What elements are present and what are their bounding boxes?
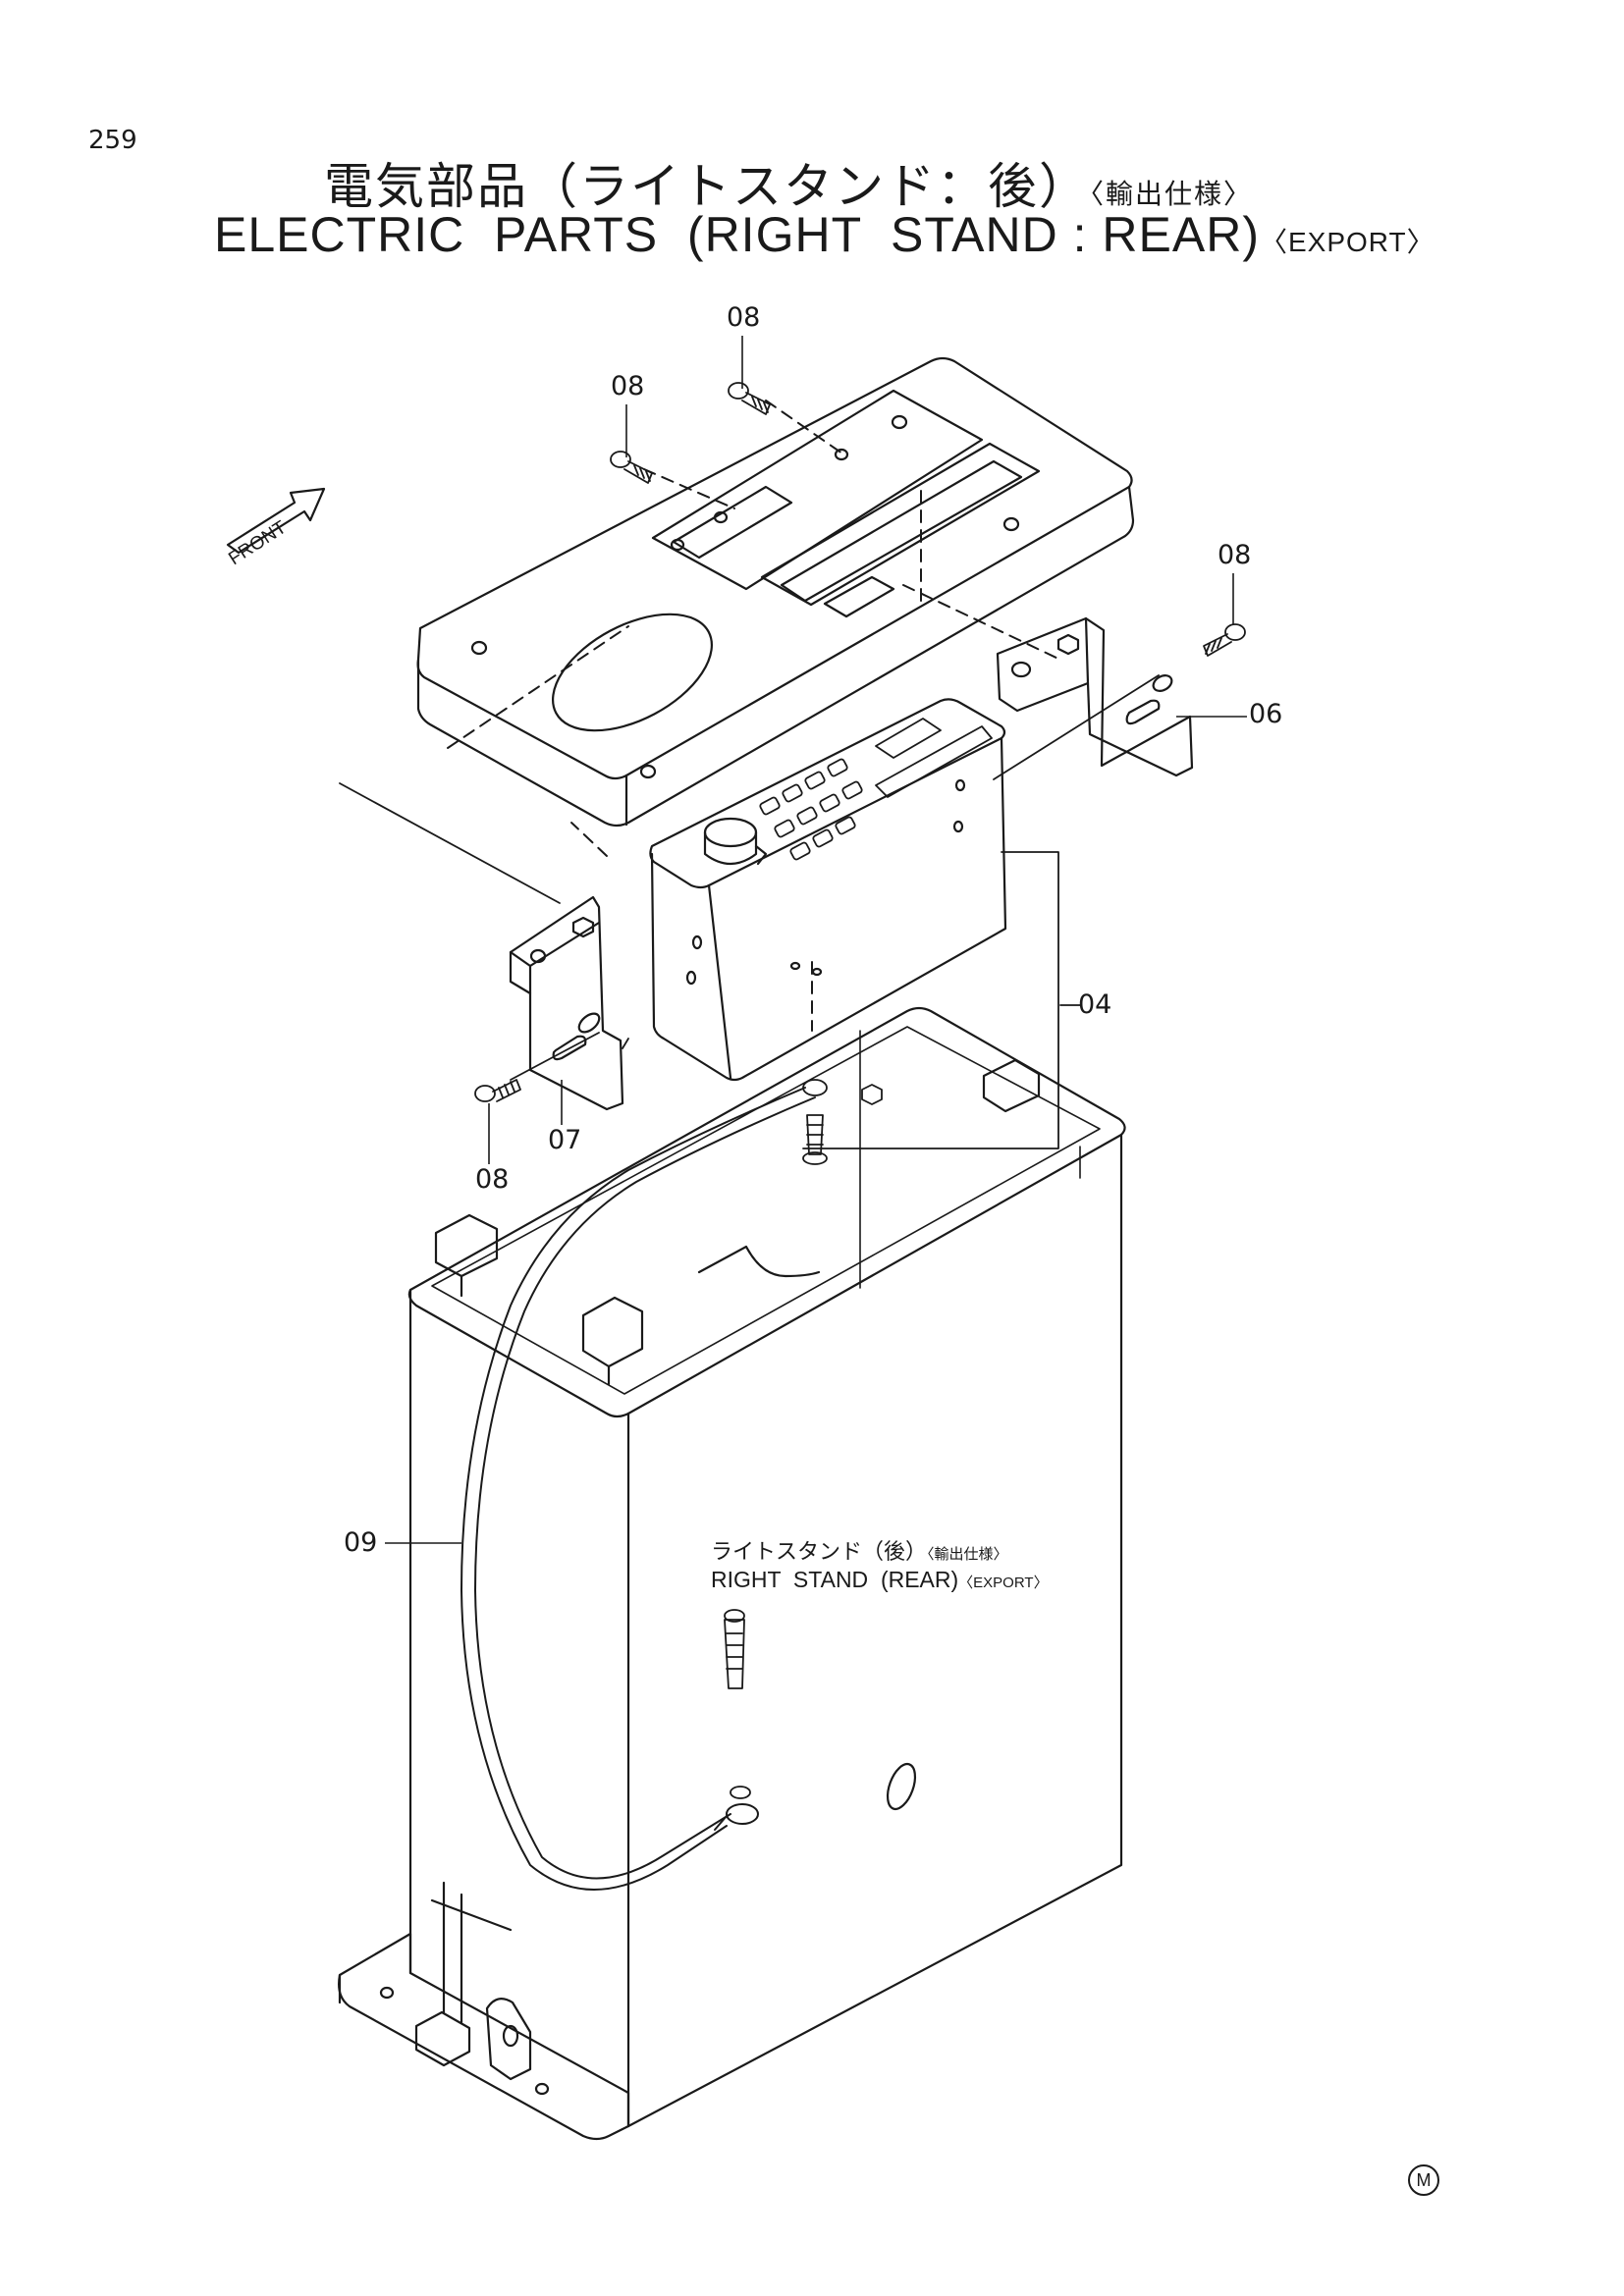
title-en-suffix: 〈EXPORT〉 (1259, 227, 1435, 257)
callout-04: 04 (1078, 989, 1112, 1020)
callout-08-top-right: 08 (727, 302, 761, 333)
callout-07: 07 (548, 1125, 582, 1155)
title-jp-suffix: 〈輸出仕様〉 (1090, 178, 1254, 210)
left-bracket-07 (509, 895, 624, 1111)
right-stand-body (338, 1006, 1126, 2141)
bolt-08-d (474, 1079, 521, 1102)
right-bracket-06 (996, 616, 1194, 777)
bolt-08-a (610, 451, 653, 484)
callout-08-bottom-left: 08 (475, 1164, 510, 1195)
stand-label-english: RIGHT STAND (REAR)〈EXPORT〉 (711, 1567, 1049, 1593)
assembly-guide-lines (447, 400, 1061, 1032)
stand-label-jp-suffix: 〈輸出仕様〉 (927, 1545, 1008, 1563)
callout-09: 09 (344, 1527, 378, 1558)
page-title-english: ELECTRIC PARTS (RIGHT STAND : REAR)〈EXPO… (214, 206, 1435, 263)
stand-label-japanese: ライトスタンド（後）〈輸出仕様〉 (711, 1534, 1008, 1566)
fasteners (724, 1079, 883, 1799)
callout-08-right: 08 (1218, 540, 1252, 570)
controller-unit-04 (649, 698, 1007, 1082)
top-cover-plate (416, 356, 1135, 828)
leader-lines (339, 674, 1160, 1149)
bolt-08-group (474, 382, 1246, 1102)
controller-buttons (759, 718, 993, 861)
circled-m-mark: M (1408, 2164, 1439, 2196)
stand-label-jp-main: ライトスタンド（後） (711, 1540, 928, 1565)
callout-08-top-left: 08 (611, 371, 645, 401)
ground-cable-09 (460, 1087, 816, 1891)
title-en-main: ELECTRIC PARTS (RIGHT STAND : REAR) (214, 207, 1260, 262)
title-jp-main: 電気部品（ライトスタンド：後） (324, 158, 1090, 215)
stand-label-en-main: RIGHT STAND (REAR) (711, 1567, 959, 1592)
callout-06: 06 (1249, 699, 1283, 729)
stand-label-en-suffix: 〈EXPORT〉 (958, 1575, 1049, 1591)
page-number: 259 (88, 126, 137, 155)
bolt-08-b (728, 382, 771, 415)
bolt-08-c (1203, 623, 1246, 657)
page-title-japanese: 電気部品（ライトスタンド：後）〈輸出仕様〉 (324, 147, 1253, 218)
